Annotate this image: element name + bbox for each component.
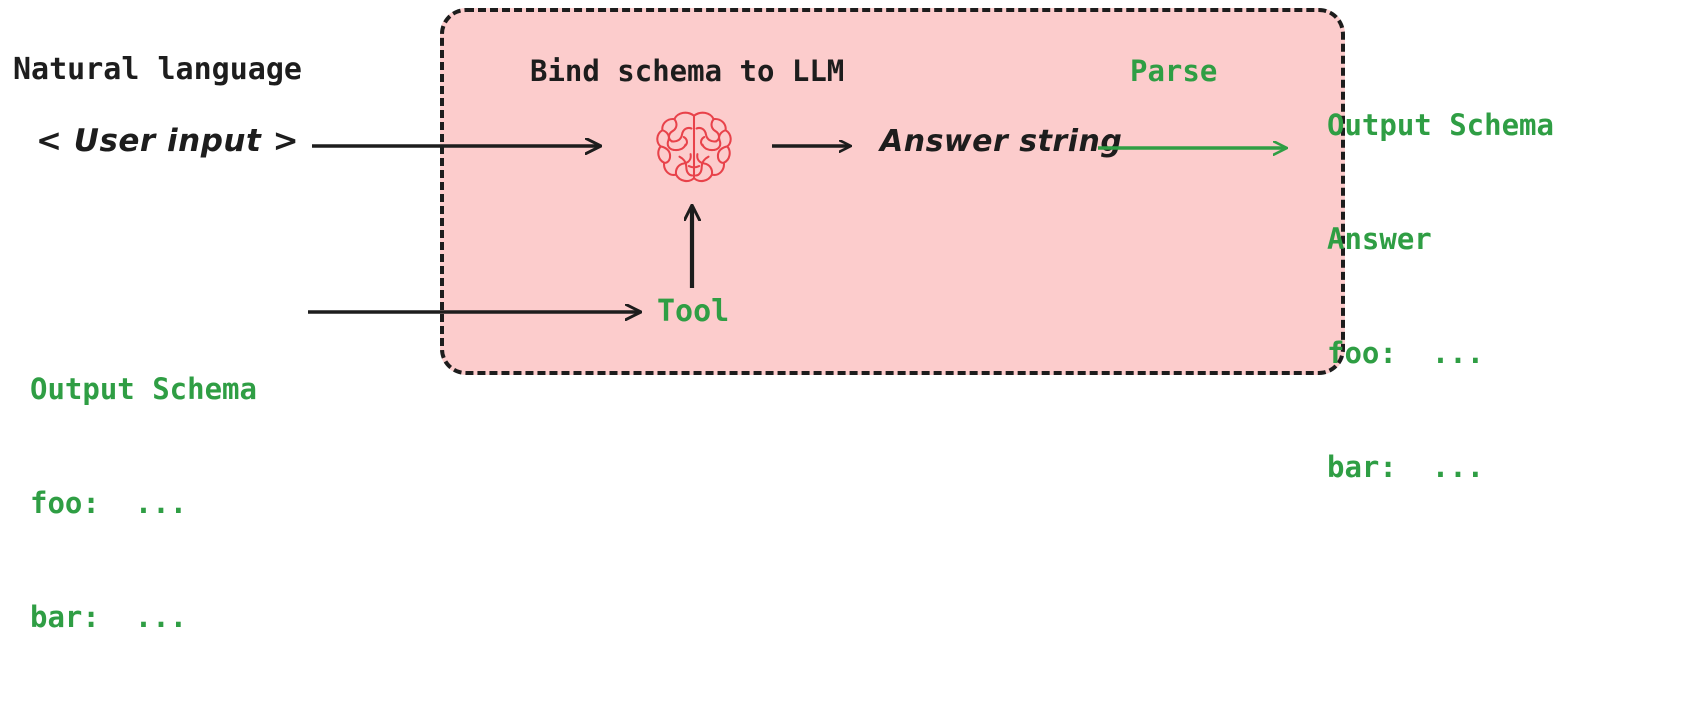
right-output-schema-block: Output Schema Answer foo: ... bar: ... [1327,30,1554,562]
right-schema-field-foo: foo: ... [1327,336,1485,370]
left-schema-title: Output Schema [30,372,257,406]
right-schema-title: Output Schema [1327,108,1554,142]
tool-label[interactable]: Tool [657,294,730,329]
right-schema-field-answer: Answer [1327,222,1432,256]
parse-label: Parse [1130,54,1218,88]
left-schema-field-bar: bar: ... [30,600,188,634]
left-output-schema-block: Output Schema foo: ... bar: ... [30,294,257,712]
left-schema-field-foo: foo: ... [30,486,188,520]
brain-icon [650,108,738,190]
bind-schema-heading: Bind schema to LLM [530,54,845,88]
answer-string-label: Answer string [880,124,1123,159]
llm-dashed-container [440,8,1345,375]
user-input-placeholder: < User input > [36,123,300,159]
diagram-canvas: Natural language < User input > Output S… [13,8,1554,634]
right-schema-field-bar: bar: ... [1327,450,1485,484]
natural-language-heading: Natural language [13,52,302,87]
